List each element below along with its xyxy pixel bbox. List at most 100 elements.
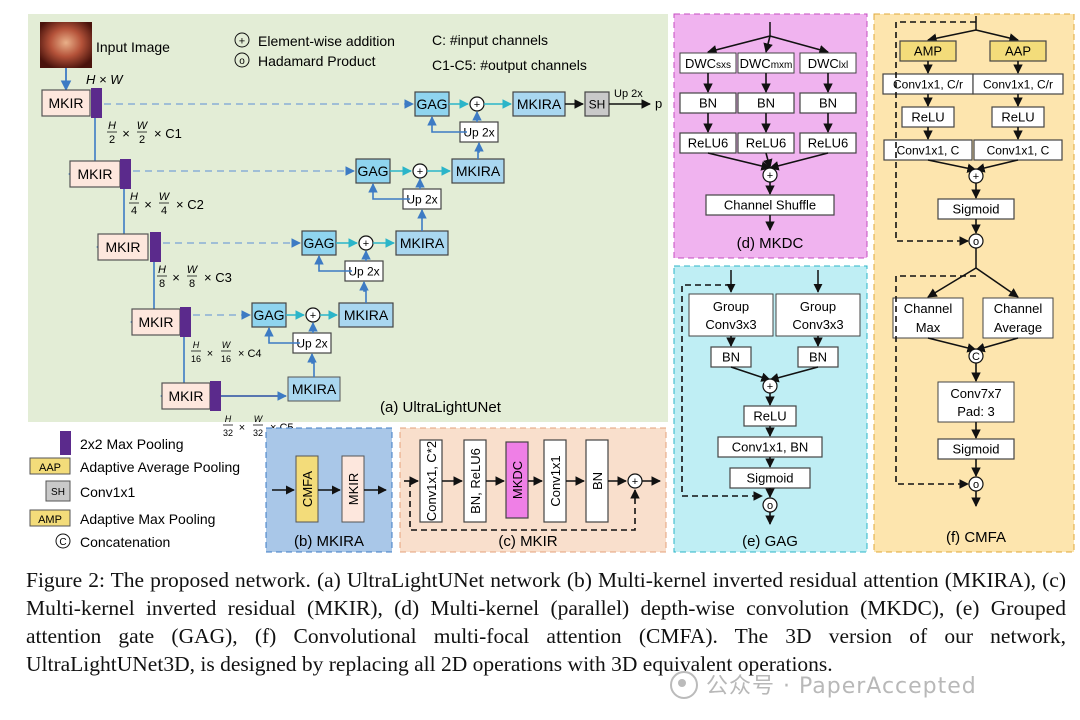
mkdc-bn-3-label: BN — [819, 96, 837, 111]
encoder-mkir-1-box — [41, 89, 91, 117]
relu6-to-add-3 — [769, 152, 829, 171]
conv-c-to-add-1 — [927, 159, 977, 173]
mkira-cmfa-label: CMFA — [300, 471, 315, 507]
up-input-1 — [474, 142, 484, 159]
decoder-mkira-1-label: MKIRA — [517, 96, 562, 112]
gag-4-box — [251, 302, 287, 328]
add-2-glyph: + — [417, 166, 423, 178]
cmfa-conv-c-2-label: Conv1x1, C — [987, 143, 1050, 157]
relu6-to-add-1 — [707, 152, 771, 171]
gag-bn-1-label: BN — [722, 350, 740, 365]
encoder-mkir-4-label: MKIR — [139, 314, 174, 330]
up-to-gag-2 — [368, 183, 410, 200]
decoder-mkira-3-box — [395, 230, 449, 256]
dwc-3-kernel: lxl — [839, 60, 848, 71]
panel-f-background — [873, 13, 1075, 553]
channel-average-to-concat — [975, 337, 1019, 353]
panel-c-background — [399, 427, 667, 553]
decoder-mkira-3-label: MKIRA — [400, 235, 445, 251]
legend-aap-tag: AAP — [39, 462, 61, 474]
bn-to-add-2 — [769, 366, 819, 383]
cmfa-concat-glyph: C — [972, 351, 980, 363]
size-channels-2: × C2 — [176, 197, 204, 212]
cmfa-conv-r-1-label: Conv1x1, C/r — [893, 77, 963, 91]
cmfa-amp-label: AMP — [914, 44, 942, 59]
encoder-mkir-3-box — [97, 233, 149, 261]
legend-sh-tag: SH — [51, 487, 65, 498]
legend-output-channels: C1-C5: #output channels — [432, 57, 587, 73]
bottleneck-mkira-label: MKIRA — [292, 381, 337, 397]
legend-aap-label: Adaptive Average Pooling — [80, 459, 240, 475]
dwc-3-base: DWC — [808, 56, 839, 71]
size-num-h-1: H — [108, 120, 116, 132]
mkdc-split-3 — [769, 35, 829, 55]
gag-add-glyph: + — [767, 381, 773, 393]
panel-e-caption: (e) GAG — [742, 533, 798, 550]
gag-bn-2-label: BN — [809, 350, 827, 365]
gag-2-box — [355, 158, 391, 184]
mkdc-add-glyph: + — [767, 170, 773, 182]
upsample-4-label: Up 2x — [296, 336, 327, 350]
size-channels-1: × C1 — [154, 126, 182, 141]
cmfa-conv-c-1-label: Conv1x1, C — [897, 143, 960, 157]
size-num-w-4: W — [222, 340, 232, 350]
legend-maxpool-swatch — [60, 431, 71, 455]
conv7-line1: Conv7x7 — [950, 386, 1001, 401]
upsample-2-label: Up 2x — [406, 192, 437, 206]
encoder-mkir-1-label: MKIR — [49, 95, 84, 111]
watermark-text: 公众号 · PaperAccepted — [706, 674, 977, 699]
cmfa-sigmoid-2-label: Sigmoid — [953, 442, 1000, 457]
legend-concat-symbol — [55, 533, 71, 549]
legend-hadamard-product: Hadamard Product — [258, 53, 376, 69]
size-times-2: × — [144, 197, 152, 212]
cmfa-add-glyph: + — [973, 171, 979, 183]
conv7-box — [937, 381, 1015, 423]
gag-2-label: GAG — [357, 163, 388, 179]
size-num-w-2: W — [159, 191, 171, 203]
size-num-h-4: H — [193, 340, 200, 350]
size-times-1: × — [122, 126, 130, 141]
maxpool-4 — [180, 307, 191, 337]
size-den-w-5: 32 — [253, 428, 263, 438]
mkir-block-label-2: BN, ReLU6 — [468, 448, 483, 514]
maxpool-5 — [210, 381, 221, 411]
size-den-h-1: 2 — [109, 134, 115, 146]
channel-max-box — [892, 297, 964, 339]
cmfa-aap-label: AAP — [1005, 44, 1031, 59]
legend-element-wise-addition: Element-wise addition — [258, 33, 395, 49]
size-den-w-3: 8 — [189, 278, 195, 290]
add-legend-symbol — [234, 32, 250, 48]
decoder-mkira-4-label: MKIRA — [344, 307, 389, 323]
legend-sh-swatch — [45, 480, 71, 502]
decoder-mkira-2-box — [451, 158, 505, 184]
mkir-block-label-3: MKDC — [510, 461, 525, 499]
legend-amp-tag: AMP — [38, 514, 62, 526]
size-num-w-3: W — [187, 264, 199, 276]
cmfa-skip-2 — [895, 275, 976, 489]
up-to-gag-1 — [427, 116, 467, 133]
mkdc-relu6-2-label: ReLU6 — [746, 136, 786, 151]
up-input-4 — [307, 353, 317, 377]
dwc-3-label: DWClxl — [808, 56, 849, 71]
gag-relu-label: ReLU — [753, 409, 786, 424]
up-to-gag-3 — [314, 255, 352, 272]
channel-average-line2: Average — [994, 320, 1042, 335]
dwc-2-base: DWC — [740, 56, 771, 71]
gag-conv-label: Conv1x1, BN — [732, 440, 809, 455]
mkir-add-glyph: + — [632, 476, 638, 488]
mkir-block-3 — [505, 441, 529, 519]
mkdc-split-2 — [763, 35, 773, 53]
panel-a-background — [28, 14, 668, 422]
size-times-3: × — [172, 270, 180, 285]
cmfa-split-avg — [975, 267, 1019, 298]
maxpool-3 — [150, 232, 161, 262]
size-num-h-2: H — [130, 191, 138, 203]
input-size-label: H × W — [86, 72, 124, 87]
segmentation-head-label: SH — [589, 97, 606, 111]
channel-max-line2: Max — [916, 320, 941, 335]
decoder-mkira-1-box — [512, 91, 566, 117]
size-den-h-4: 16 — [191, 354, 201, 364]
mkira-mkir-label: MKIR — [346, 473, 361, 506]
